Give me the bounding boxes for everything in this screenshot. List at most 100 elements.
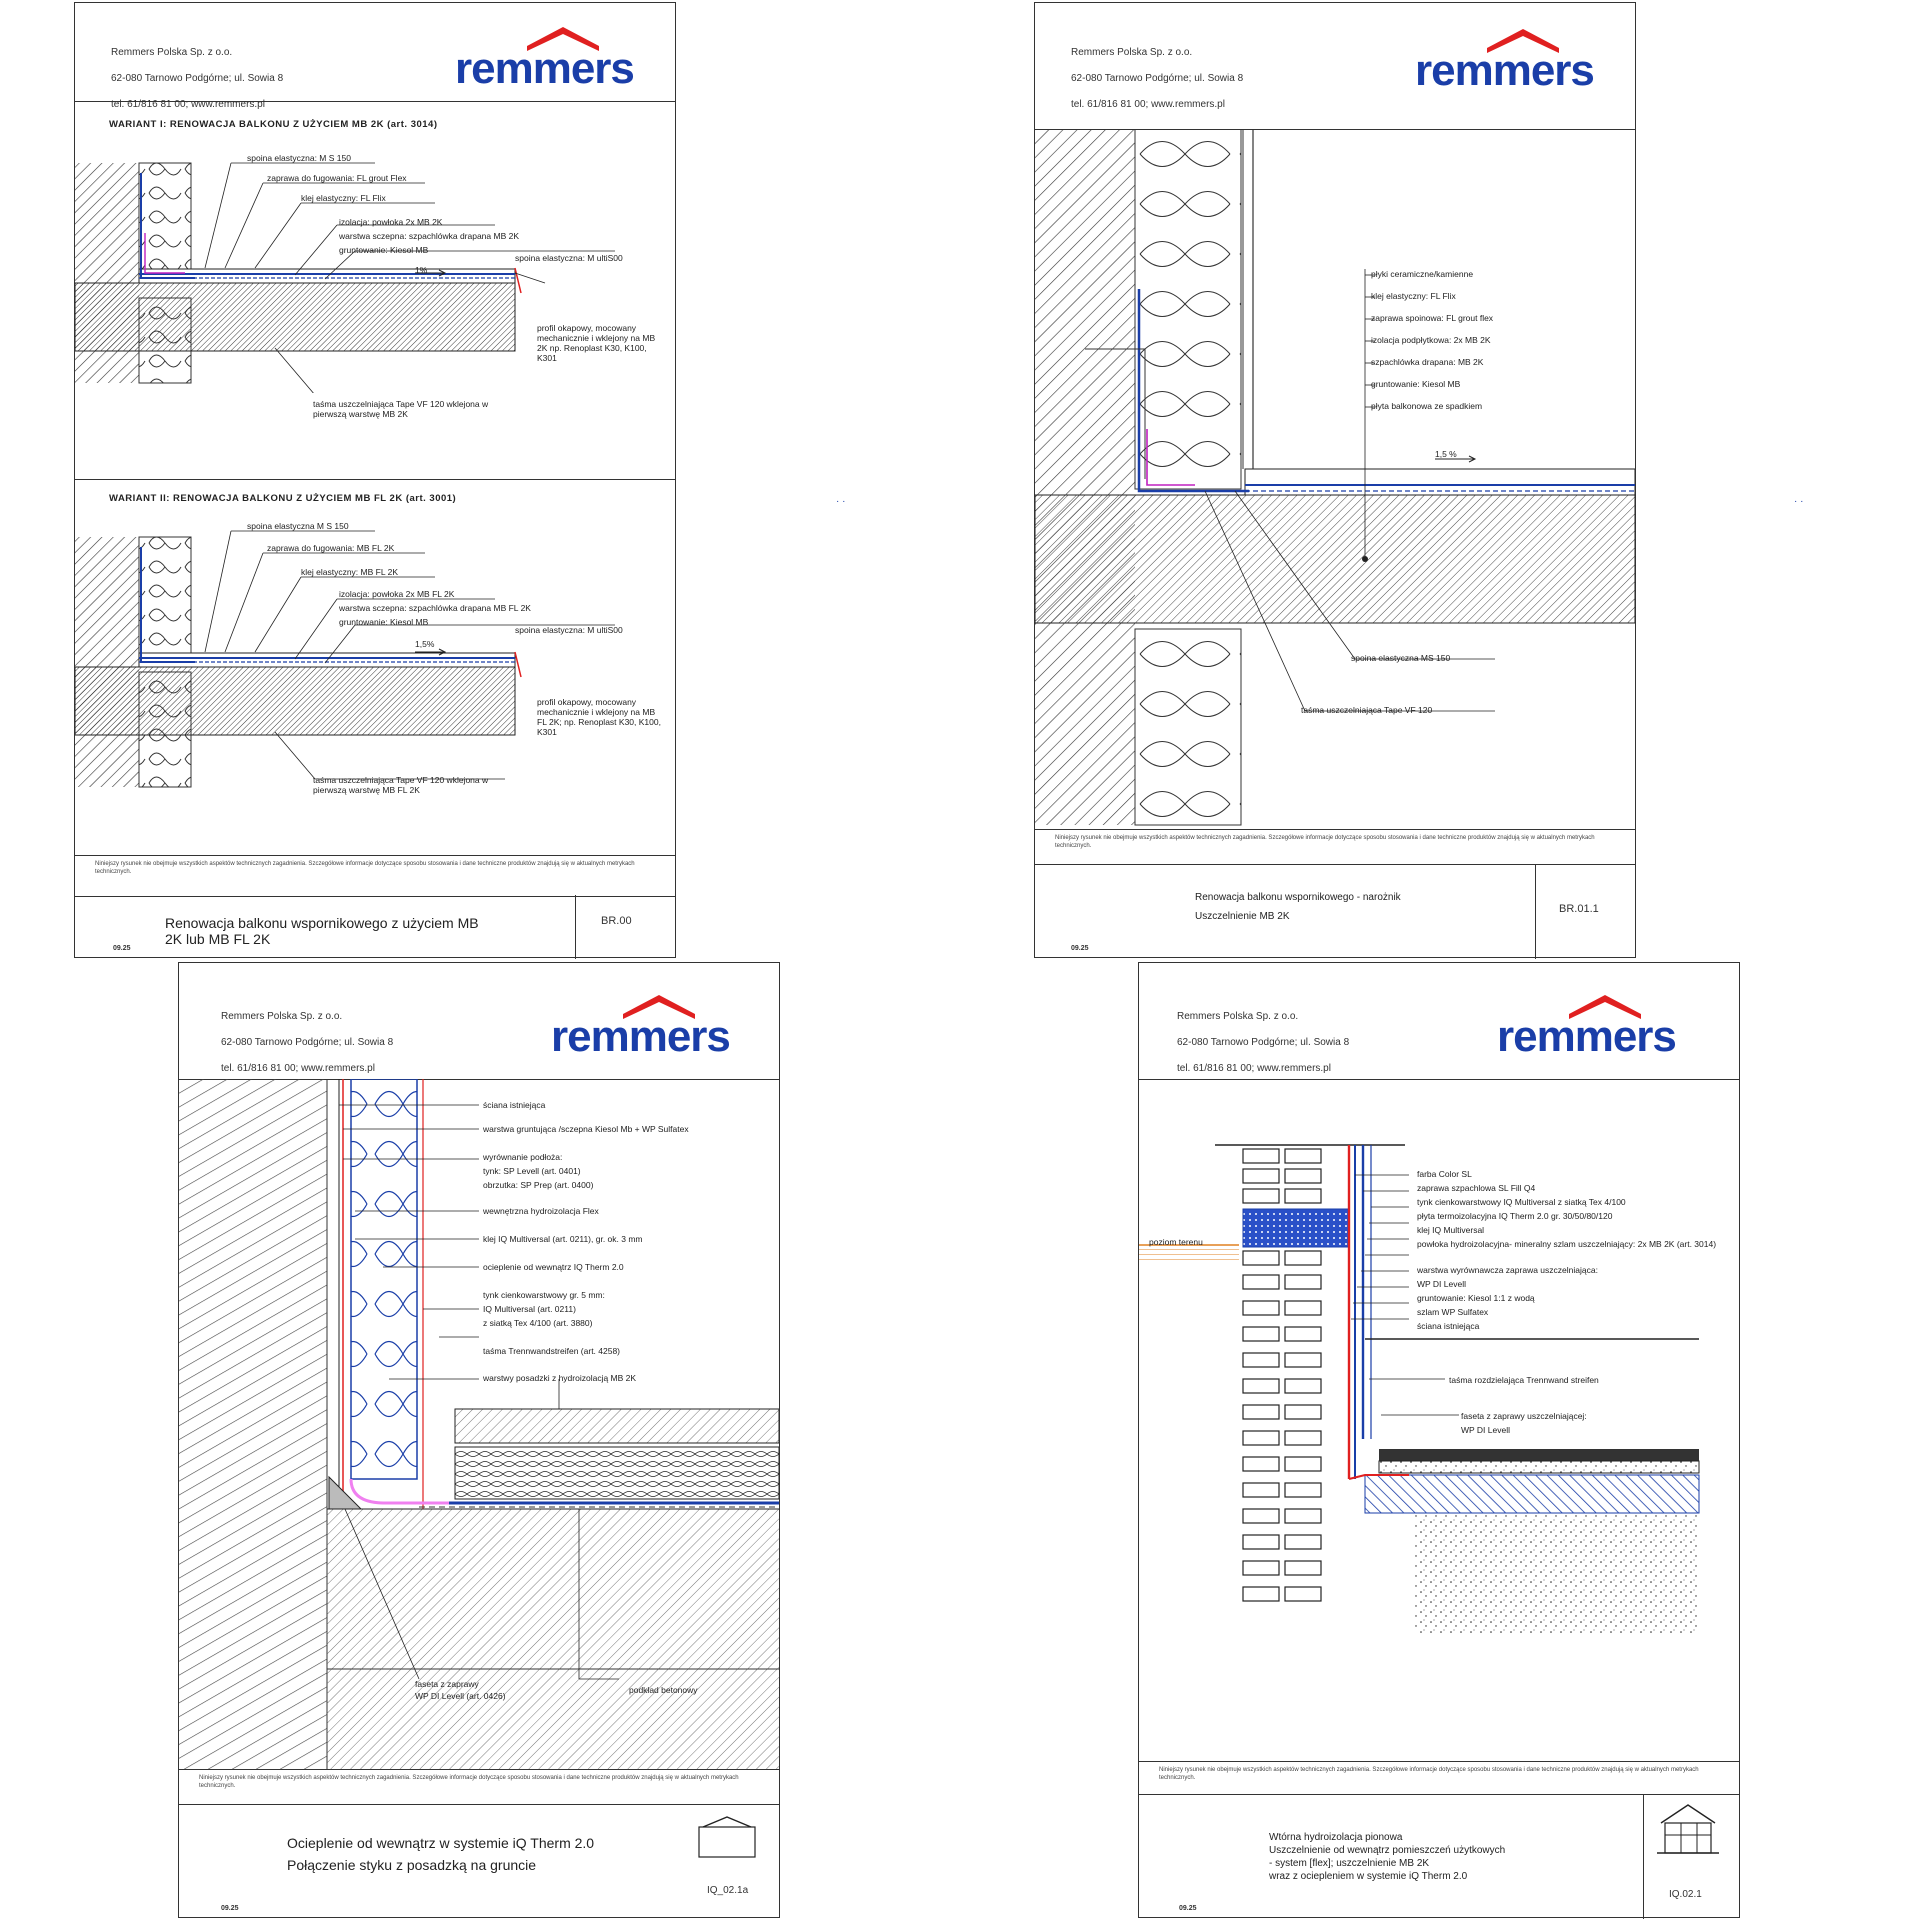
address-line: 62-080 Tarnowo Podgórne; ul. Sowia 8 [221, 1037, 394, 1048]
address-line: 62-080 Tarnowo Podgórne; ul. Sowia 8 [1071, 73, 1244, 84]
sheet-code: IQ_02.1a [707, 1885, 749, 1896]
v2-label-1: spoina elastyczna M S 150 [247, 521, 349, 531]
v2-label-6: gruntowanie: Kiesol MB [339, 617, 429, 627]
remmers-logo: remmers [1415, 23, 1615, 93]
br011-label-8: spoina elastyczna MS 150 [1351, 653, 1451, 663]
sheet-header: Remmers Polska Sp. z o.o. 62-080 Tarnowo… [1139, 963, 1739, 1080]
address-line: tel. 61/816 81 00; www.remmers.pl [221, 1063, 375, 1074]
iq021-label-15: WP DI Levell [1461, 1425, 1510, 1435]
address-line: Remmers Polska Sp. z o.o. [111, 47, 233, 58]
sheet-title: Renowacja balkonu wspornikowego - narożn… [1195, 891, 1401, 923]
br011-label-4: izolacja podpłytkowa: 2x MB 2K [1371, 335, 1491, 345]
iq021a-label-4: tynk: SP Levell (art. 0401) [483, 1166, 581, 1176]
iq021-label-12: poziom terenu [1149, 1237, 1203, 1247]
iq021-label-9: gruntowanie: Kiesol 1:1 z wodą [1417, 1293, 1535, 1303]
sheet-header: Remmers Polska Sp. z o.o. 62-080 Tarnowo… [1035, 3, 1635, 130]
iq021-label-7: warstwa wyrównawcza zaprawa uszczelniają… [1417, 1265, 1598, 1275]
title-line: Renowacja balkonu wspornikowego - narożn… [1195, 892, 1401, 903]
v1-label-5: warstwa sczepna: szpachlówka drapana MB … [339, 231, 520, 241]
house-icon [698, 1816, 756, 1858]
title-divider [575, 895, 576, 959]
title-line: Uszczelnienie od wewnątrz pomieszczeń uż… [1269, 1845, 1506, 1856]
logo-wordmark: remmers [1497, 1012, 1677, 1061]
iq021-label-5: klej IQ Multiversal [1417, 1225, 1485, 1235]
address-line: Remmers Polska Sp. z o.o. [221, 1011, 343, 1022]
title-line: Ocieplenie od wewnątrz w systemie iQ The… [287, 1835, 595, 1851]
iq021-label-8: WP DI Levell [1417, 1279, 1466, 1289]
iq021a-label-12: taśma Trennwandstreifen (art. 4258) [483, 1346, 621, 1356]
sheet-header: Remmers Polska Sp. z o.o. 62-080 Tarnowo… [179, 963, 779, 1080]
sheet-title: Wtórna hydroizolacja pionowa Uszczelnien… [1269, 1831, 1505, 1883]
iq021-label-10: szlam WP Sulfatex [1417, 1307, 1489, 1317]
sheet-title: Renowacja balkonu wspornikowego z użycie… [165, 915, 479, 947]
disclaimer: Niniejszy rysunek nie obejmuje wszystkic… [179, 1769, 779, 1805]
br011-label-2: klej elastyczny: FL Flix [1371, 291, 1456, 301]
interior-insulation-drawing [179, 1079, 779, 1769]
title-line: Uszczelnienie MB 2K [1195, 911, 1290, 922]
drawing-sheet-br00: Remmers Polska Sp. z o.o. 62-080 Tarnowo… [74, 2, 676, 959]
title-divider [1535, 865, 1536, 959]
logo-wordmark: remmers [1415, 46, 1595, 95]
v1-label-8: profil okapowy, mocowany mechanicznie i … [537, 323, 656, 363]
iq021a-label-13: warstwy posadzki z hydroizolacją MB 2K [483, 1373, 637, 1383]
variant1-drawing [75, 162, 615, 393]
v1-label-2: zaprawa do fugowania: FL grout Flex [267, 173, 407, 183]
iq021-label-14: faseta z zaprawy uszczelniającej: [1461, 1411, 1587, 1421]
title-line: Połączenie styku z posadzką na gruncie [287, 1857, 537, 1873]
v1-label-7: spoina elastyczna: M ultiS00 [515, 253, 623, 263]
drawing-sheet-br011: Remmers Polska Sp. z o.o. 62-080 Tarnowo… [1034, 2, 1636, 959]
address-line: 62-080 Tarnowo Podgórne; ul. Sowia 8 [1177, 1037, 1350, 1048]
br011-label-9: taśma uszczelniająca Tape VF 120 [1301, 705, 1433, 715]
br011-slope: 1,5 % [1435, 449, 1457, 459]
sheet-header: Remmers Polska Sp. z o.o. 62-080 Tarnowo… [75, 3, 675, 110]
v2-label-4: izolacja: powłoka 2x MB FL 2K [339, 589, 455, 599]
remmers-logo: remmers [551, 989, 751, 1059]
iq021a-label-3: wyrównanie podłoża: [483, 1152, 563, 1162]
br011-label-3: zaprawa spoinowa: FL grout flex [1371, 313, 1494, 323]
iq021a-label-10: IQ Multiversal (art. 0211) [483, 1304, 576, 1314]
br011-label-6: gruntowanie: Kiesol MB [1371, 379, 1461, 389]
address-line: tel. 61/816 81 00; www.remmers.pl [1177, 1063, 1331, 1074]
sheet-title: Ocieplenie od wewnątrz w systemie iQ The… [287, 1835, 687, 1873]
sheet-date: 09.25 [221, 1905, 239, 1912]
br011-label-5: szpachlówka drapana: MB 2K [1371, 357, 1484, 367]
address-line: Remmers Polska Sp. z o.o. [1177, 1011, 1299, 1022]
vertical-waterproofing-drawing [1139, 1144, 1700, 1633]
br011-label-1: płyki ceramiczne/kamienne [1371, 269, 1474, 279]
variant2-title: WARIANT II: RENOWACJA BALKONU Z UŻYCIEM … [109, 493, 457, 504]
iq021-label-13: taśma rozdzielająca Trennwand streifen [1449, 1375, 1599, 1385]
title-line: Wtórna hydroizolacja pionowa [1269, 1832, 1403, 1843]
v1-label-9: taśma uszczelniająca Tape VF 120 wklejon… [313, 399, 489, 419]
iq021a-label-2: warstwa gruntująca /sczepna Kiesol Mb + … [483, 1124, 689, 1134]
disclaimer: Niniejszy rysunek nie obejmuje wszystkic… [1139, 1761, 1739, 1795]
title-line: wraz z ociepleniem w systemie iQ Therm 2… [1269, 1871, 1468, 1882]
address-line: 62-080 Tarnowo Podgórne; ul. Sowia 8 [111, 73, 284, 84]
page-marker: · · [836, 496, 846, 507]
br011-label-7: płyta balkonowa ze spadkiem [1371, 401, 1483, 411]
company-address: Remmers Polska Sp. z o.o. 62-080 Tarnowo… [1177, 997, 1349, 1088]
sheet-date: 09.25 [1179, 1905, 1197, 1912]
iq021a-label-16: podkład betonowy [629, 1685, 698, 1695]
v2-slope: 1,5% [415, 639, 435, 649]
v2-label-9: taśma uszczelniająca Tape VF 120 wklejon… [313, 775, 489, 795]
sheet-code: IQ.02.1 [1669, 1889, 1702, 1900]
page-marker: · · [1794, 496, 1804, 507]
iq021-label-11: ściana istniejąca [1417, 1321, 1480, 1331]
iq021a-label-1: ściana istniejąca [483, 1100, 546, 1110]
title-line: - system [flex]; uszczelnienie MB 2K [1269, 1858, 1430, 1869]
company-address: Remmers Polska Sp. z o.o. 62-080 Tarnowo… [111, 33, 283, 124]
logo-wordmark: remmers [455, 44, 635, 93]
v1-label-3: klej elastyczny: FL Flix [301, 193, 386, 203]
iq021a-label-15: WP DI Levell (art. 0426) [415, 1691, 506, 1701]
address-line: tel. 61/816 81 00; www.remmers.pl [1071, 99, 1225, 110]
v2-label-7: spoina elastyczna: M ultiS00 [515, 625, 623, 635]
v1-label-6: gruntowanie: Kiesol MB [339, 245, 429, 255]
iq021a-label-14: faseta z zaprawy [415, 1679, 479, 1689]
disclaimer: Niniejszy rysunek nie obejmuje wszystkic… [1035, 829, 1635, 865]
v2-label-3: klej elastyczny: MB FL 2K [301, 567, 398, 577]
sheet-code: BR.01.1 [1559, 903, 1599, 915]
iq021a-label-7: klej IQ Multiversal (art. 0211), gr. ok.… [483, 1234, 643, 1244]
address-line: tel. 61/816 81 00; www.remmers.pl [111, 99, 265, 110]
corner-detail-drawing [1035, 129, 1635, 826]
address-line: Remmers Polska Sp. z o.o. [1071, 47, 1193, 58]
